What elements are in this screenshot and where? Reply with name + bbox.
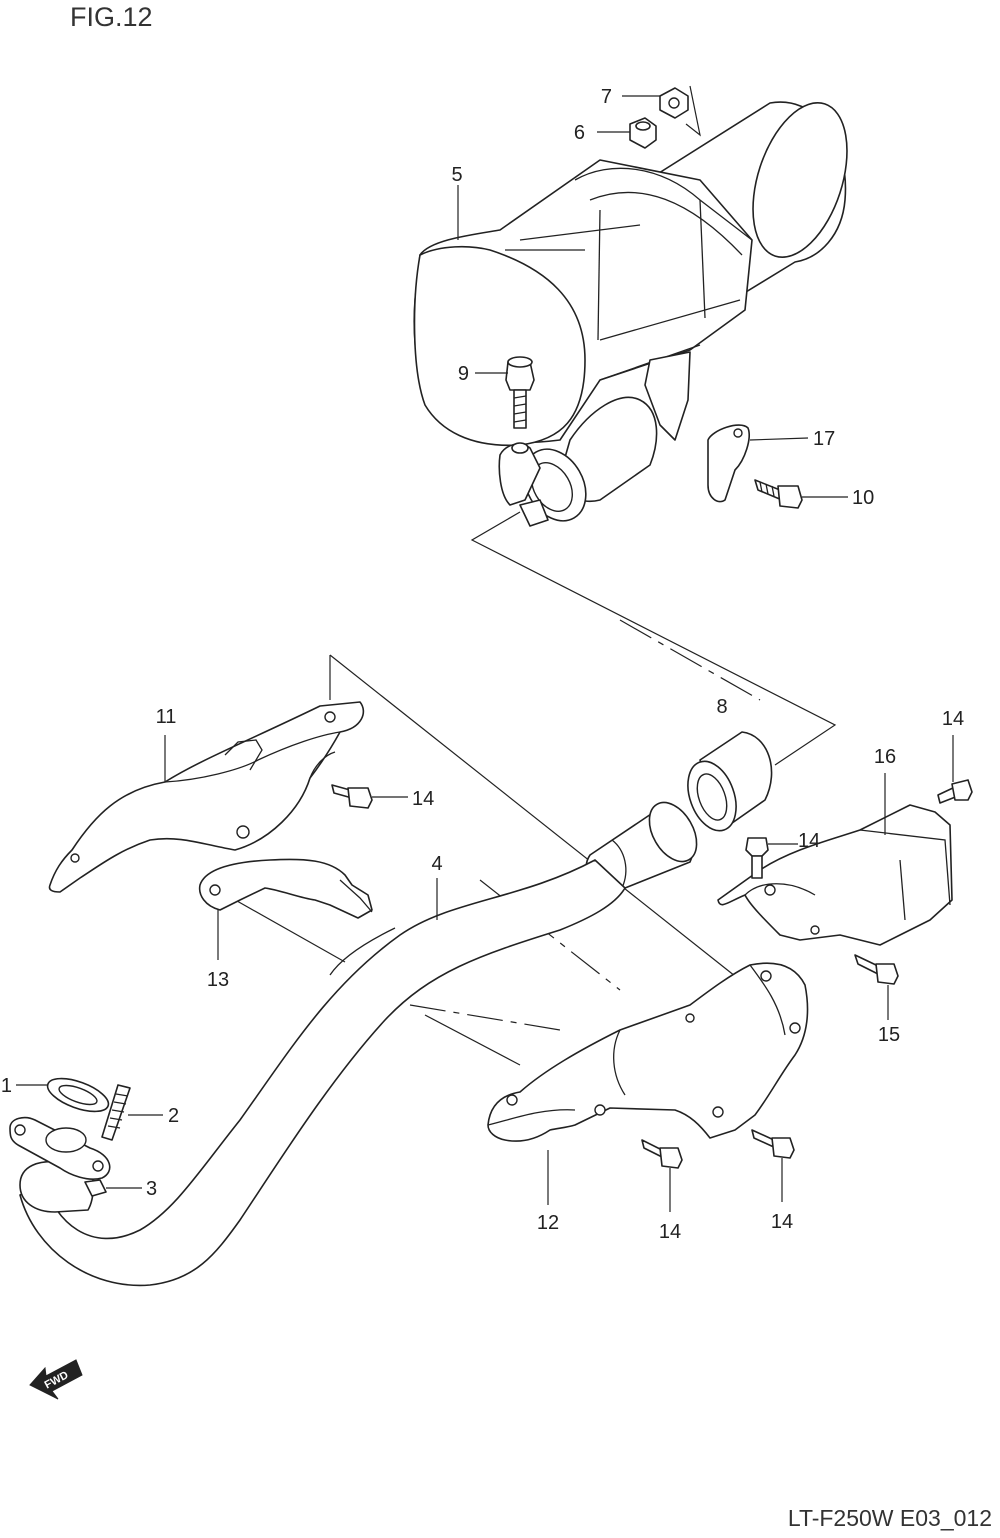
bolt-14-b <box>937 779 973 804</box>
callout-14-mid: 14 <box>798 830 820 852</box>
callout-1: 1 <box>1 1075 12 1097</box>
exhaust-pipe-4 <box>9 801 698 1287</box>
forward-arrow-icon: FWD <box>29 1359 83 1400</box>
heat-shield-11 <box>48 701 365 893</box>
bracket-13 <box>198 858 373 919</box>
callout-17: 17 <box>813 428 835 450</box>
callout-9: 9 <box>458 363 469 385</box>
bolt-14-a <box>331 784 373 809</box>
callout-12: 12 <box>537 1212 559 1234</box>
callout-3: 3 <box>146 1178 157 1200</box>
callout-4: 4 <box>431 853 442 875</box>
bolt-14-c <box>745 837 769 879</box>
callout-11: 11 <box>156 706 177 728</box>
muffler-inlet-clamp <box>498 396 658 527</box>
gasket-1 <box>46 1077 110 1113</box>
callout-14-left: 14 <box>412 788 434 810</box>
stud-2 <box>101 1084 131 1141</box>
callout-7: 7 <box>601 86 612 108</box>
bolt-10 <box>754 479 803 509</box>
bolt-14-e <box>751 1129 795 1159</box>
figure-title: FIG.12 <box>70 2 153 32</box>
bolt-14-d <box>641 1139 683 1169</box>
muffler <box>413 159 753 447</box>
callout-15: 15 <box>878 1024 900 1046</box>
callout-16: 16 <box>874 746 896 768</box>
callout-8: 8 <box>716 696 727 718</box>
callout-14-bottom-right: 14 <box>771 1211 793 1233</box>
heat-shield-12 <box>487 962 809 1142</box>
nut-7 <box>659 87 689 119</box>
cover-16 <box>717 804 953 946</box>
nut-6 <box>629 117 657 149</box>
callout-2: 2 <box>168 1105 179 1127</box>
bolt-15 <box>854 954 899 985</box>
diagram-code: LT-F250W E03_012 <box>787 1505 992 1531</box>
callout-14-bottom-left: 14 <box>659 1221 681 1243</box>
callout-13: 13 <box>207 969 229 991</box>
callout-10: 10 <box>852 487 874 509</box>
bolt-9 <box>505 356 535 429</box>
callout-14-top-right: 14 <box>942 708 964 730</box>
bracket-17 <box>707 424 750 503</box>
callout-6: 6 <box>574 122 585 144</box>
callout-5: 5 <box>451 164 462 186</box>
sleeve-8 <box>687 731 773 832</box>
